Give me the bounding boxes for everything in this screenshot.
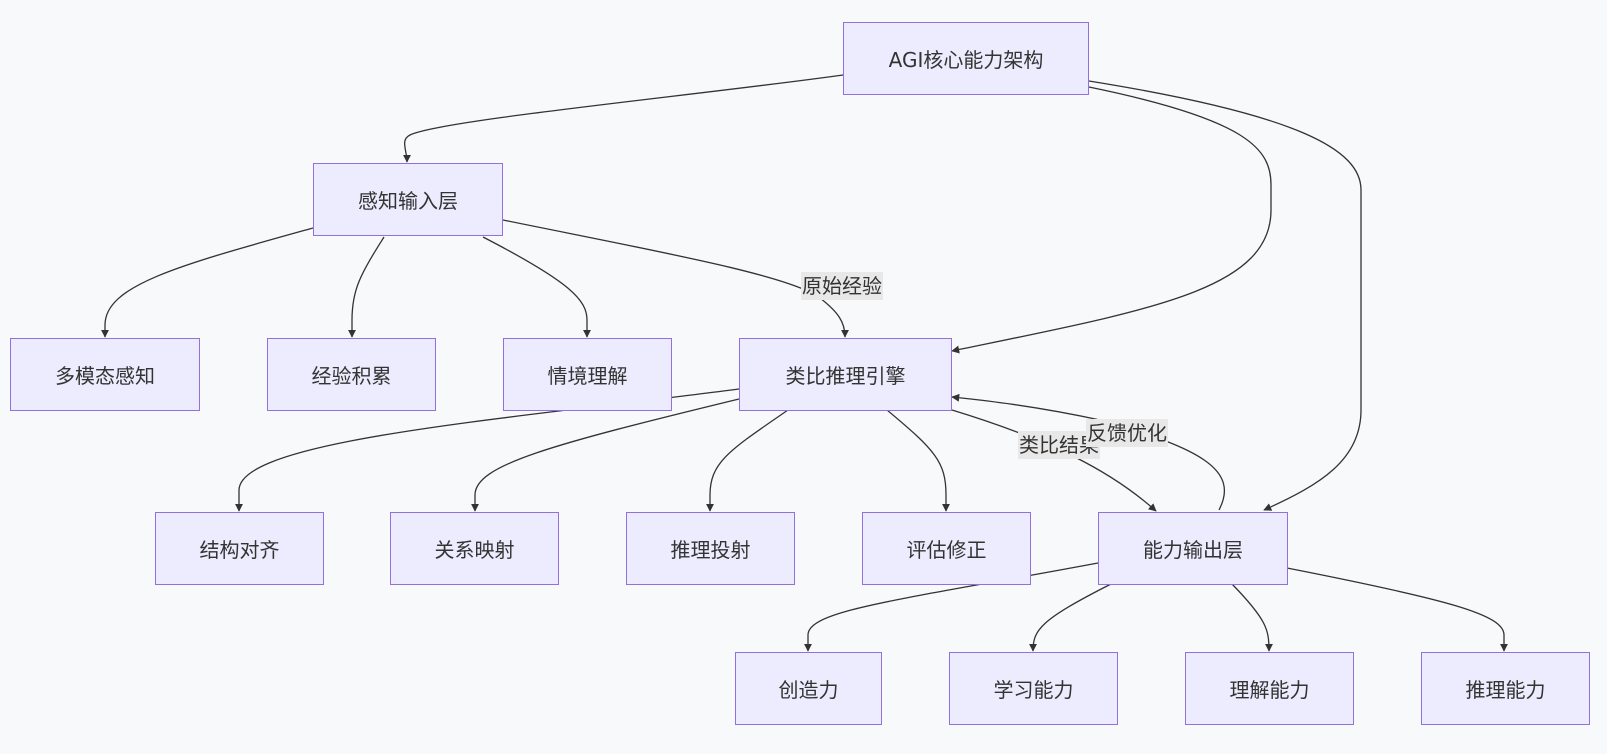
- edge-engine-relation-map: [471, 398, 740, 512]
- node-structure-align: 结构对齐: [155, 512, 324, 585]
- edge-output-understanding: [1231, 583, 1273, 652]
- edge-output-learning: [1029, 583, 1112, 652]
- edge-engine-inference-project: [706, 409, 789, 512]
- node-relation-map: 关系映射: [390, 512, 559, 585]
- node-reasoning: 推理能力: [1421, 652, 1590, 725]
- edge-engine-eval-revise: [886, 409, 950, 512]
- node-perception-layer: 感知输入层: [313, 163, 503, 236]
- node-understanding: 理解能力: [1185, 652, 1354, 725]
- edge-label-raw-experience: 原始经验: [801, 272, 883, 300]
- node-inference-project: 推理投射: [626, 512, 795, 585]
- edge-agi-perception: [402, 74, 844, 163]
- node-multimodal: 多模态感知: [10, 338, 200, 411]
- node-output-layer: 能力输出层: [1098, 512, 1288, 585]
- edge-perception-multimodal: [101, 227, 314, 338]
- edge-label-feedback: 反馈优化: [1086, 419, 1168, 447]
- edge-perception-context: [482, 236, 591, 338]
- node-agi-core: AGI核心能力架构: [843, 22, 1089, 95]
- node-context: 情境理解: [503, 338, 672, 411]
- node-eval-revise: 评估修正: [862, 512, 1031, 585]
- edge-perception-analogy-engine: [502, 219, 849, 338]
- node-analogy-engine: 类比推理引擎: [739, 338, 952, 411]
- edge-agi-analogy-engine: [951, 86, 1272, 354]
- node-creativity: 创造力: [735, 652, 882, 725]
- node-learning: 学习能力: [949, 652, 1118, 725]
- edge-output-reasoning: [1286, 567, 1508, 652]
- node-experience: 经验积累: [267, 338, 436, 411]
- edge-perception-experience: [348, 236, 385, 338]
- edge-agi-output: [1088, 80, 1362, 511]
